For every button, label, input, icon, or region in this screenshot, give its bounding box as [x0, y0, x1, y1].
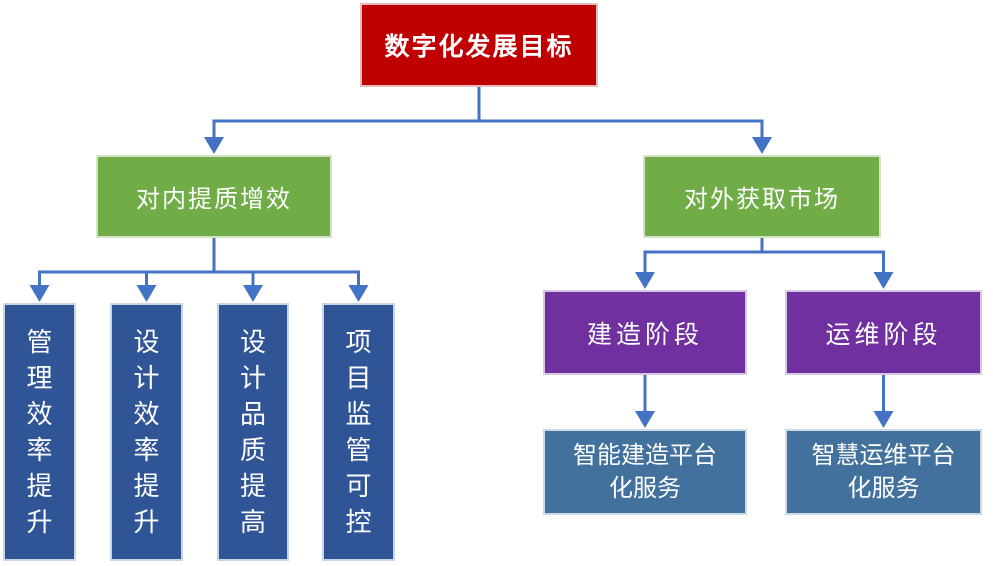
node-branch-external: 对外获取市场 [643, 155, 881, 238]
stage-label: 运维阶段 [825, 320, 942, 349]
service-label: 智慧运维平台化服务 [811, 442, 956, 502]
root-goal-label: 数字化发展目标 [384, 33, 574, 61]
leaf-label: 项目监管可控 [345, 327, 372, 537]
node-service-intelligent-construction: 智能建造平台化服务 [543, 429, 747, 515]
node-service-smart-operations: 智慧运维平台化服务 [785, 429, 982, 515]
node-stage-operations: 运维阶段 [785, 290, 982, 375]
node-stage-construction: 建造阶段 [543, 290, 747, 375]
leaf-label: 管理效率提升 [26, 327, 53, 537]
leaf-label: 设计品质提高 [239, 327, 266, 537]
branch-internal-label: 对内提质增效 [136, 186, 292, 213]
node-leaf-design-efficiency: 设计效率提升 [110, 303, 183, 561]
node-leaf-design-quality: 设计品质提高 [217, 303, 289, 561]
leaf-label: 设计效率提升 [133, 327, 160, 537]
node-root-goal: 数字化发展目标 [360, 3, 598, 87]
service-label: 智能建造平台化服务 [573, 442, 717, 502]
node-leaf-management-efficiency: 管理效率提升 [3, 303, 76, 561]
node-branch-internal: 对内提质增效 [96, 155, 332, 238]
branch-external-label: 对外获取市场 [684, 186, 840, 213]
stage-label: 建造阶段 [586, 320, 703, 349]
node-leaf-project-supervision: 项目监管可控 [322, 303, 395, 561]
